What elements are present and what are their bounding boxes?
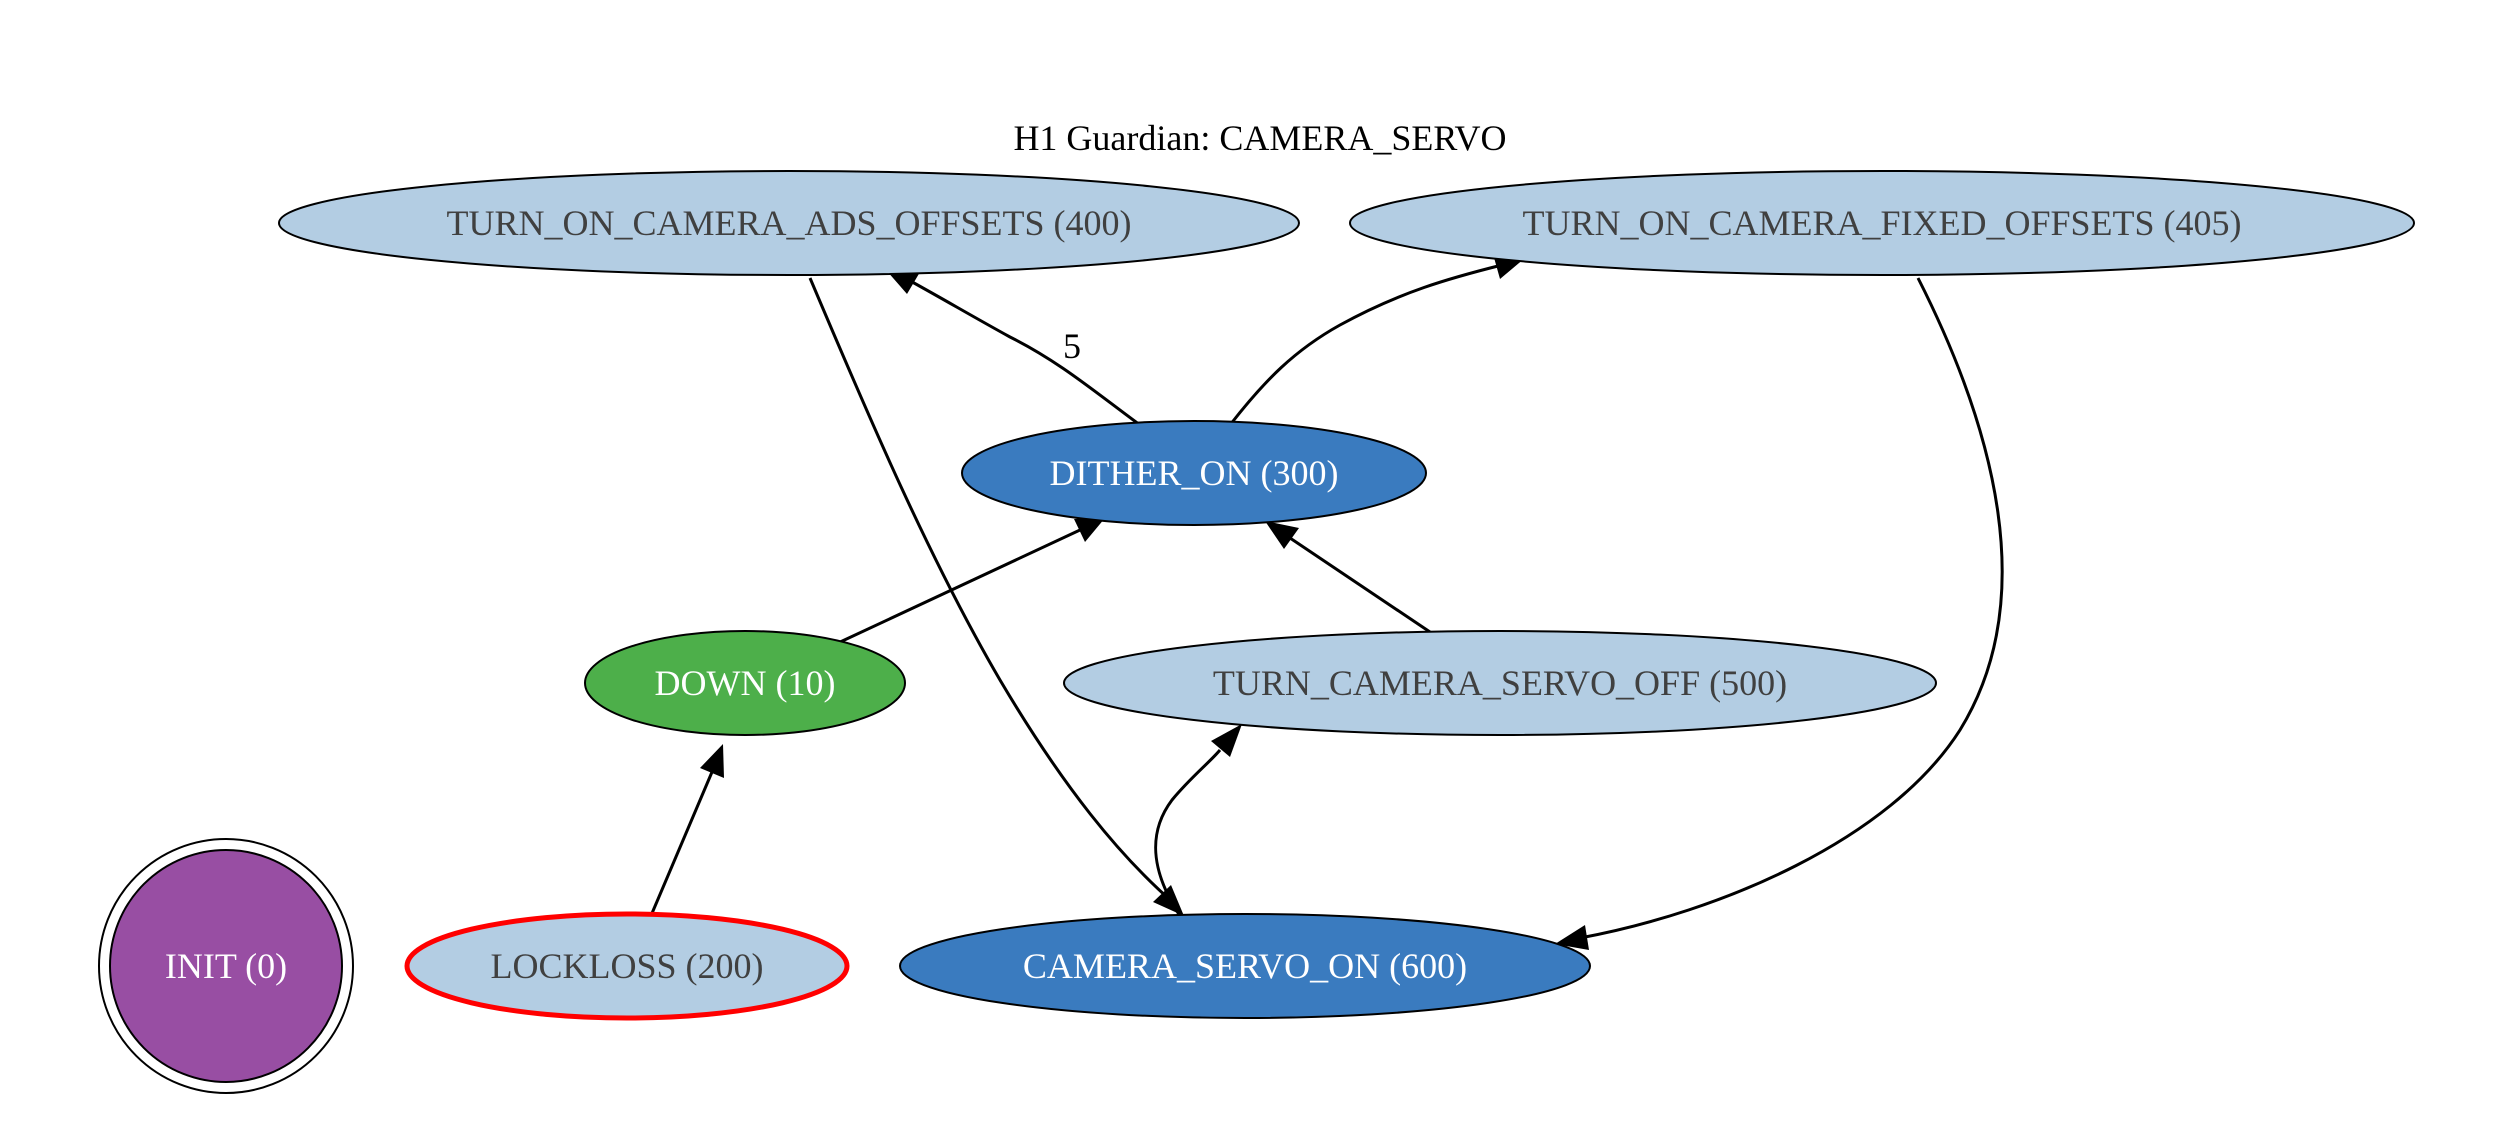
graph-title: H1 Guardian: CAMERA_SERVO [1013,118,1506,158]
node-label: DOWN (10) [655,663,836,703]
node-turn-camera-servo-off: TURN_CAMERA_SERVO_OFF (500) [1063,630,1937,736]
node-shape [961,420,1427,526]
node-shape [1349,170,2415,276]
edge-label-dither-to-ads-offsets: 5 [1063,326,1081,366]
node-camera-servo-on: CAMERA_SERVO_ON (600) [899,913,1591,1019]
node-lockloss: LOCKLOSS (200) [404,911,850,1021]
node-init: INIT (0) [98,838,354,1094]
arrowhead-dither-from-down [1074,518,1105,542]
node-dither-on: DITHER_ON (300) [961,420,1427,526]
edge-ads-offsets-to-servo-on [808,277,1170,900]
edge-servo-off-to-dither [1289,536,1431,634]
node-label: INIT (0) [165,946,287,986]
node-shape [109,849,343,1083]
node-shape [404,911,850,1021]
arrowhead-servo-on-from-fixed [1555,925,1589,950]
node-shape [584,630,906,736]
edge-dither-to-fixed-offsets [1228,263,1503,426]
arrowhead-ads-offsets [886,270,920,294]
node-label: TURN_ON_CAMERA_ADS_OFFSETS (400) [446,203,1131,243]
arrowhead-down-from-lockloss [700,744,724,778]
node-label: TURN_CAMERA_SERVO_OFF (500) [1213,663,1787,703]
node-turn-on-camera-fixed-offsets: TURN_ON_CAMERA_FIXED_OFFSETS (405) [1349,170,2415,276]
edge-fixed-offsets-to-servo-on [1579,277,2004,940]
edge-dither-to-ads-offsets [904,276,1141,427]
node-turn-on-camera-ads-offsets: TURN_ON_CAMERA_ADS_OFFSETS (400) [278,170,1300,276]
edge-servo-on-to-servo-off [1154,749,1222,917]
edges-layer: 5 [648,254,2004,950]
nodes-layer: TURN_ON_CAMERA_ADS_OFFSETS (400) TURN_ON… [98,170,2415,1094]
node-label: DITHER_ON (300) [1050,453,1339,493]
node-outer-ring [98,838,354,1094]
node-label: CAMERA_SERVO_ON (600) [1023,946,1467,986]
node-shape [278,170,1300,276]
node-shape [1063,630,1937,736]
node-shape [899,913,1591,1019]
node-down: DOWN (10) [584,630,906,736]
node-label: LOCKLOSS (200) [490,946,763,986]
edge-down-to-dither [837,528,1081,645]
arrowhead-servo-off-from-servo-on [1211,724,1242,757]
arrowhead-dither-from-servo-off [1265,521,1299,549]
edge-lockloss-to-down [648,771,714,919]
node-label: TURN_ON_CAMERA_FIXED_OFFSETS (405) [1522,203,2241,243]
